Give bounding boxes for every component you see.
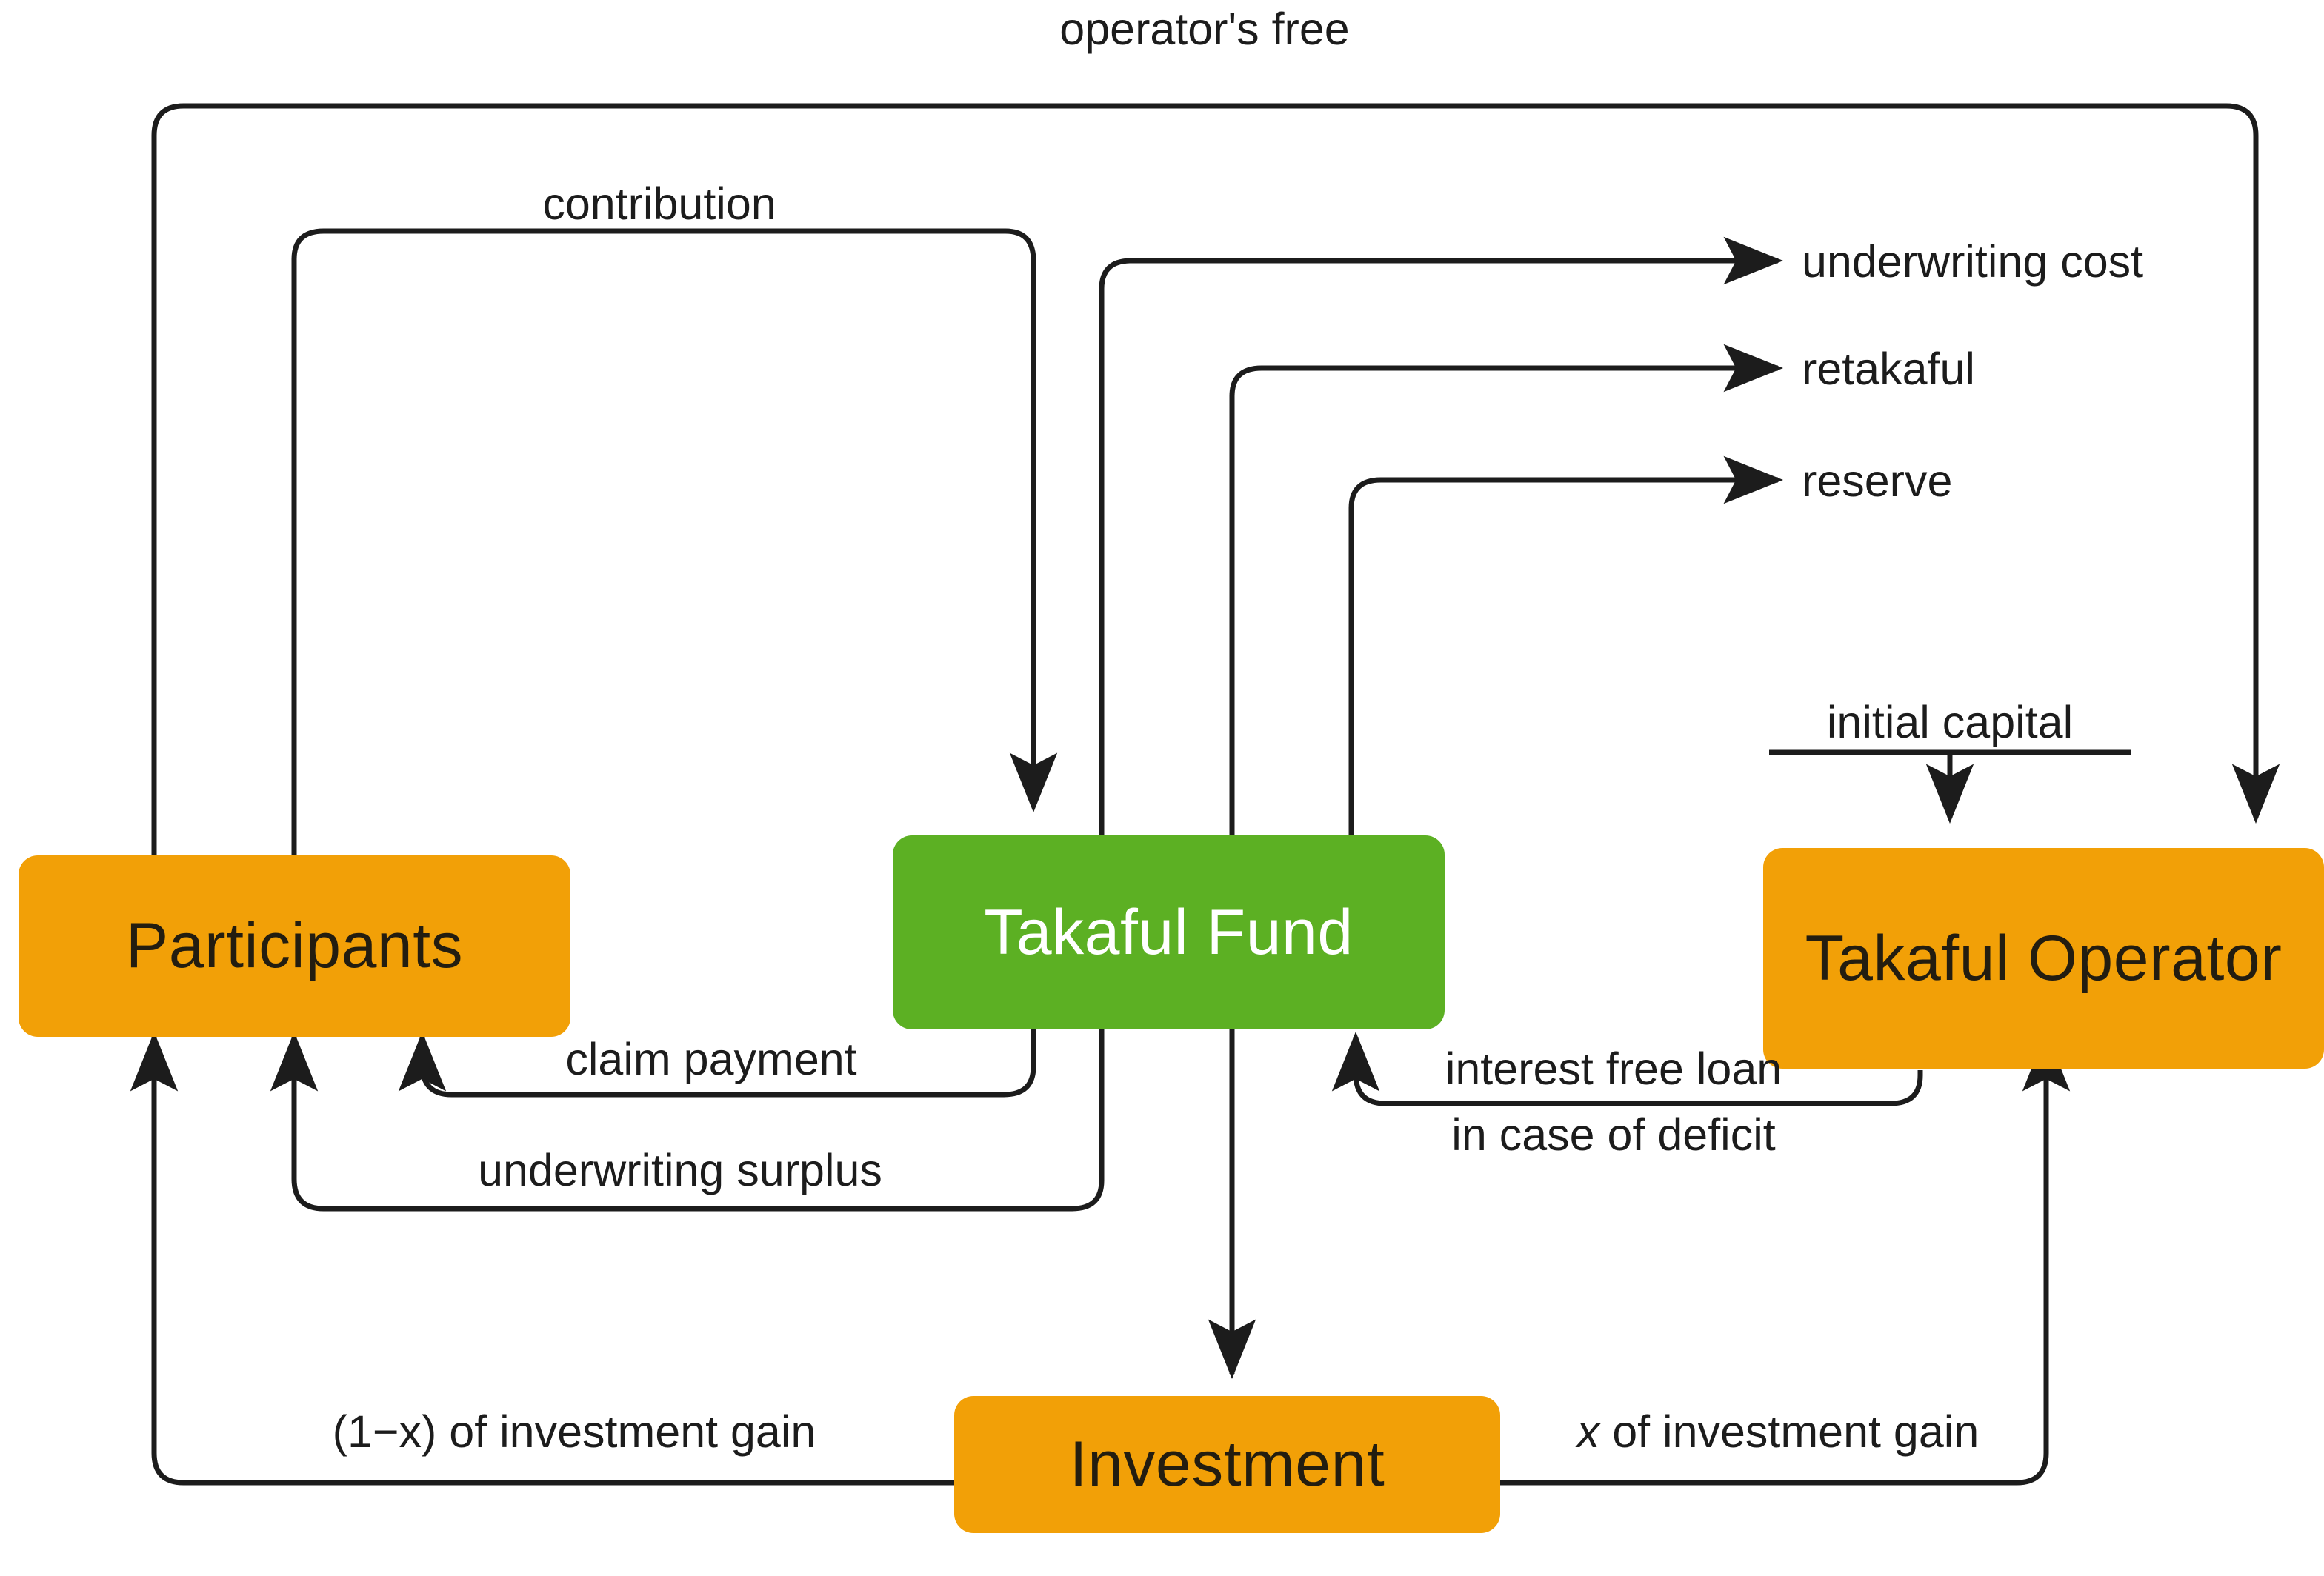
label-participant-investment-gain: (1−x) of investment gain xyxy=(332,1406,816,1457)
node-takaful-fund[interactable]: Takaful Fund xyxy=(893,835,1445,1029)
node-participants-label: Participants xyxy=(125,910,464,982)
edge-operators-free xyxy=(151,103,2280,855)
edge-participant-investment-gain xyxy=(130,1032,954,1486)
node-investment-label: Investment xyxy=(1069,1429,1385,1500)
label-contribution: contribution xyxy=(542,178,776,229)
label-underwriting-surplus: underwriting surplus xyxy=(478,1145,882,1195)
label-claim-payment: claim payment xyxy=(565,1034,857,1084)
label-operators-free: operator's free xyxy=(1059,4,1350,54)
node-participants[interactable]: Participants xyxy=(19,855,570,1037)
edge-operator-investment-gain xyxy=(1500,1032,2071,1486)
node-investment[interactable]: Investment xyxy=(954,1396,1500,1533)
edge-claim-payment xyxy=(398,1029,1036,1098)
edge-reserve xyxy=(1348,455,1783,835)
node-takaful-fund-label: Takaful Fund xyxy=(984,896,1354,968)
edge-underwriting-cost xyxy=(1099,236,1783,835)
label-operator-investment-gain: x of investment gain xyxy=(1577,1406,1980,1458)
edge-underwriting-surplus xyxy=(270,1029,1105,1212)
label-retakaful: retakaful xyxy=(1802,344,1975,394)
label-interest-free-loan-line1: interest free loan xyxy=(1445,1044,1782,1094)
label-reserve: reserve xyxy=(1802,455,1953,506)
node-takaful-operator[interactable]: Takaful Operator xyxy=(1763,848,2324,1069)
label-operator-investment-gain-text: of investment gain xyxy=(1599,1406,1980,1457)
edge-interest-free-loan xyxy=(1331,1032,1923,1106)
label-underwriting-cost: underwriting cost xyxy=(1802,236,2144,287)
edge-contribution xyxy=(291,228,1058,855)
label-interest-free-loan-line2: in case of deficit xyxy=(1451,1109,1776,1160)
edge-retakaful xyxy=(1229,344,1783,835)
label-operator-investment-gain-variable: x xyxy=(1576,1406,1600,1457)
node-takaful-operator-label: Takaful Operator xyxy=(1805,922,2283,994)
label-initial-capital: initial capital xyxy=(1826,697,2074,747)
